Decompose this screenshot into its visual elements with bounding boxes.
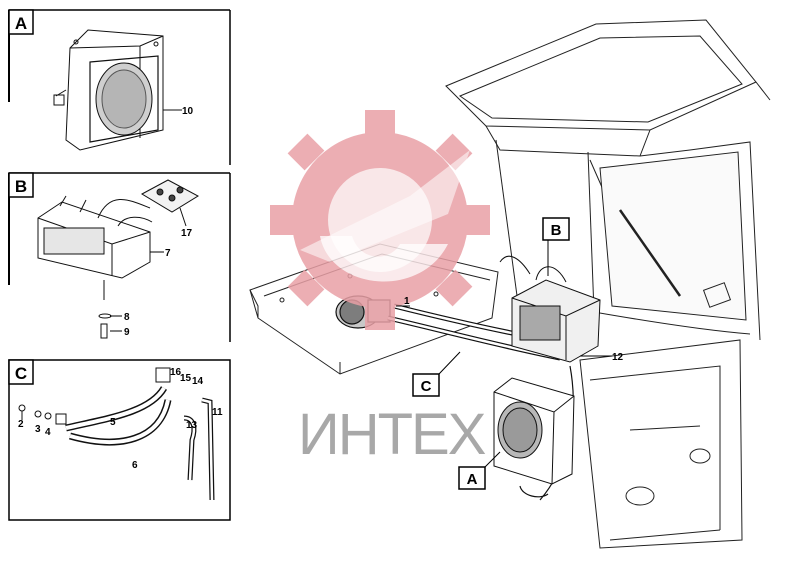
control-unit-drawing	[37, 179, 200, 339]
part-number-12: 12	[612, 352, 624, 363]
part-number-16: 16	[170, 367, 182, 378]
panel-c-label-box	[8, 359, 34, 385]
cab-drawing	[445, 19, 771, 549]
part-number-10: 10	[182, 106, 194, 117]
callout-a-box	[458, 466, 486, 490]
part-number-4: 4	[45, 427, 51, 438]
part-number-7: 7	[165, 248, 171, 259]
part-number-9: 9	[124, 327, 130, 338]
panel-b: B 17 7 8 9	[8, 172, 231, 342]
part-number-14: 14	[192, 376, 204, 387]
callout-a: A	[467, 471, 478, 488]
panel-a-label-box	[8, 9, 34, 35]
gear-logo-icon	[270, 110, 490, 330]
part-number-11: 11	[212, 407, 223, 418]
part-number-5: 5	[110, 417, 116, 428]
part-number-2: 2	[18, 419, 24, 430]
hose-assembly-drawing	[18, 367, 215, 501]
callout-c: C	[421, 378, 432, 395]
panel-b-label-box	[8, 172, 34, 198]
cab-heater-unit-drawing	[493, 377, 575, 485]
part-number-13: 13	[186, 420, 198, 431]
part-number-8: 8	[124, 312, 130, 323]
watermark-text: ИНТЕХ	[298, 402, 486, 467]
panel-c: C 16 15 14 2 3 4 5 6 13 11	[8, 359, 231, 521]
cab-control-unit-drawing	[499, 255, 601, 363]
callout-c-box	[412, 373, 440, 397]
part-number-17: 17	[181, 228, 193, 239]
main-callouts: 1 B 12 C A	[396, 217, 624, 490]
panel-a: A 10	[8, 9, 231, 165]
panel-b-label: B	[15, 177, 27, 196]
part-number-15: 15	[180, 373, 192, 384]
part-number-1: 1	[404, 296, 410, 307]
panel-c-label: C	[15, 364, 27, 383]
callout-b: B	[551, 222, 562, 239]
part-number-6: 6	[132, 460, 138, 471]
callout-b-box	[542, 217, 570, 241]
panel-a-label: A	[15, 14, 27, 33]
part-number-3: 3	[35, 424, 41, 435]
heater-unit-drawing	[53, 29, 182, 151]
